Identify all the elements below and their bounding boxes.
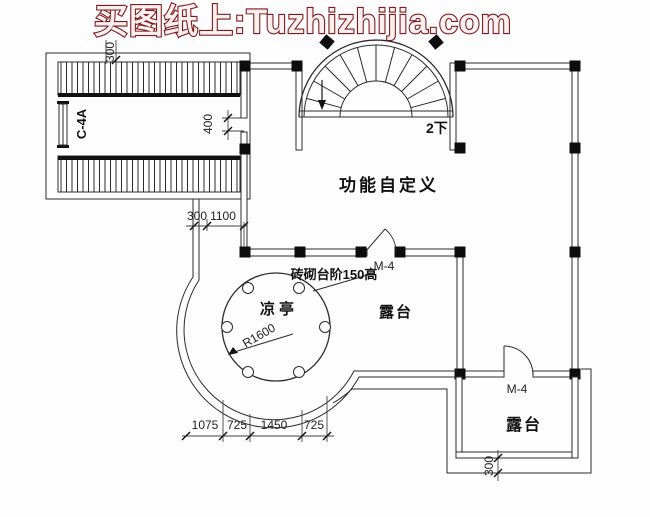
dim-bottom: 1075 725 1450 725 bbox=[181, 396, 334, 442]
dim-top-300: 300 bbox=[103, 40, 121, 65]
dim-bottom-1450: 1450 bbox=[261, 418, 288, 432]
spiral-stair: 2下 bbox=[298, 39, 454, 136]
stair-flight-upper bbox=[57, 61, 241, 96]
dim-mid: 300 1100 bbox=[186, 209, 249, 247]
window-c4a bbox=[57, 101, 69, 148]
steps-note-text: 砖砌台阶150高 bbox=[291, 267, 378, 282]
walls bbox=[240, 62, 579, 378]
dim-mid-1100: 1100 bbox=[210, 209, 236, 223]
stair-flight-lower bbox=[57, 155, 241, 193]
stair-block: C-4A 300 bbox=[45, 40, 251, 200]
door-main-room bbox=[365, 228, 397, 252]
stair-treads bbox=[306, 45, 446, 109]
radius-annotation: R1600 bbox=[228, 320, 294, 355]
main-door-label: M-4 bbox=[374, 259, 395, 273]
door-lower-terrace bbox=[503, 345, 534, 376]
dim-bottom-725a: 725 bbox=[227, 418, 247, 432]
main-room-label: 功能自定义 bbox=[339, 175, 439, 195]
pavilion-label: 凉亭 bbox=[260, 300, 298, 318]
stair-flight-label: 2下 bbox=[426, 120, 448, 136]
dim-mid-300: 300 bbox=[187, 209, 207, 223]
dim-bottom-1075: 1075 bbox=[192, 418, 219, 432]
window-label: C-4A bbox=[74, 108, 89, 139]
watermark-text: 买图纸上:Tuzhizhijia.com bbox=[94, 3, 512, 41]
pavilion-radius-text: R1600 bbox=[240, 320, 278, 350]
dim-bottom-725b: 725 bbox=[304, 418, 324, 432]
dim-opening-400-text: 400 bbox=[201, 114, 215, 134]
stair-direction-arrow bbox=[318, 80, 326, 110]
structural-columns bbox=[239, 34, 581, 380]
lower-door-label: M-4 bbox=[507, 382, 528, 396]
dim-right-300-text: 300 bbox=[482, 456, 496, 476]
terrace-lower-label: 露台 bbox=[506, 415, 542, 434]
steps-note: 砖砌台阶150高 bbox=[291, 267, 378, 292]
terrace-upper-label: 露台 bbox=[379, 303, 413, 321]
terrace-edge bbox=[176, 199, 592, 474]
dim-right-300: 300 bbox=[482, 450, 503, 481]
dim-top-300-text: 300 bbox=[103, 42, 117, 62]
terrace-lower-room bbox=[455, 376, 579, 459]
dim-opening-400: 400 bbox=[201, 110, 244, 140]
pavilion: R1600 bbox=[221, 272, 331, 382]
